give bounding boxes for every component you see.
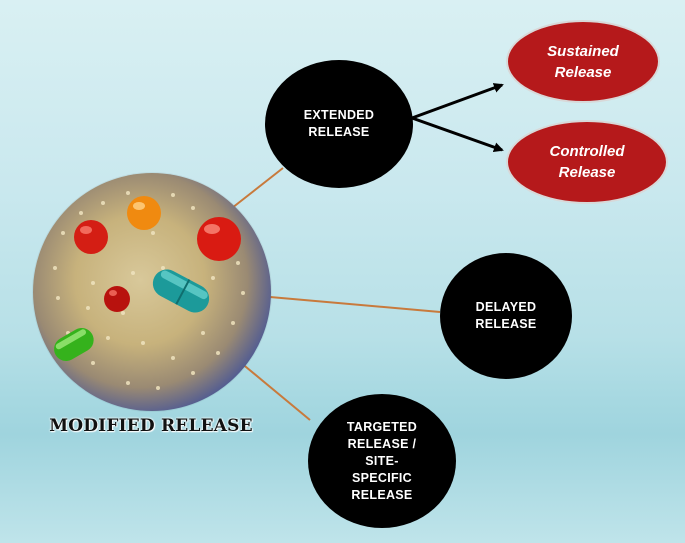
node-targeted-line3: SITE- xyxy=(347,453,417,470)
node-extended-line1: EXTENDED xyxy=(304,107,374,124)
node-targeted-release: TARGETED RELEASE / SITE- SPECIFIC RELEAS… xyxy=(308,394,456,528)
subtype-sustained-line2: Release xyxy=(547,62,619,83)
node-targeted-line4: SPECIFIC xyxy=(347,470,417,487)
node-delayed-release: DELAYED RELEASE xyxy=(440,253,572,379)
pill-capsule-image xyxy=(33,173,271,411)
subtype-controlled-line1: Controlled xyxy=(550,141,625,162)
arrow-to-controlled xyxy=(412,118,502,150)
node-extended-line2: RELEASE xyxy=(304,124,374,141)
connector-delayed xyxy=(270,297,440,312)
node-targeted-line2: RELEASE / xyxy=(347,436,417,453)
subtype-controlled-line2: Release xyxy=(550,162,625,183)
node-delayed-line1: DELAYED xyxy=(475,299,536,316)
node-extended-release: EXTENDED RELEASE xyxy=(265,60,413,188)
hub-title: MODIFIED RELEASE xyxy=(38,416,264,436)
arrow-to-sustained xyxy=(412,85,502,118)
subtype-controlled-release: Controlled Release xyxy=(506,120,668,204)
subtype-sustained-release: Sustained Release xyxy=(506,20,660,103)
subtype-sustained-line1: Sustained xyxy=(547,41,619,62)
node-targeted-line1: TARGETED xyxy=(347,419,417,436)
node-delayed-line2: RELEASE xyxy=(475,316,536,333)
node-targeted-line5: RELEASE xyxy=(347,487,417,504)
